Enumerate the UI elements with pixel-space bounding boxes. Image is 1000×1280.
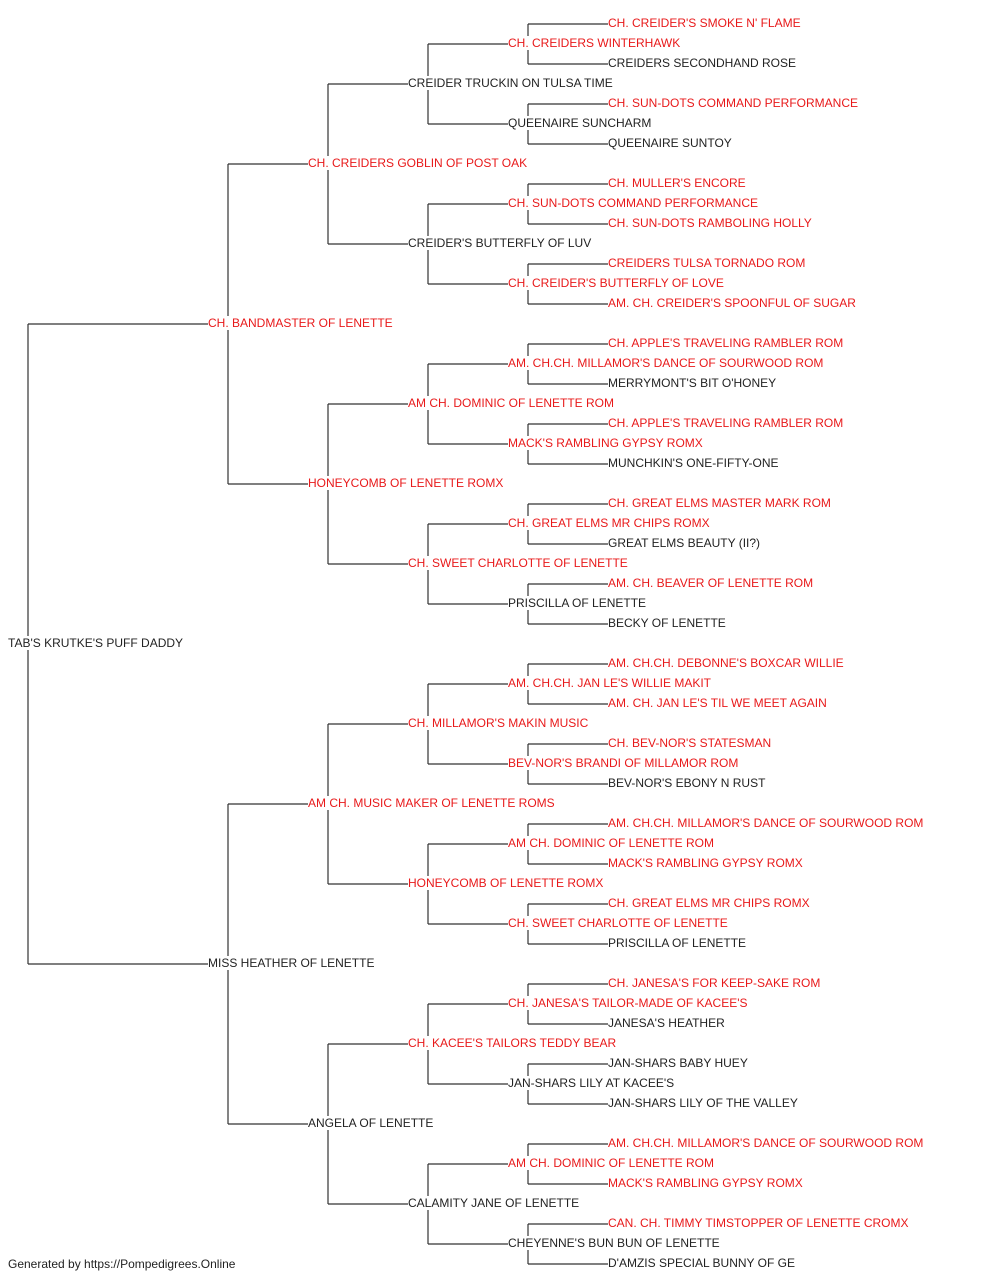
gg-grandparent-name: CH. SUN-DOTS COMMAND PERFORMANCE — [508, 196, 761, 210]
grandparent-name: AM CH. MUSIC MAKER OF LENETTE ROMS — [308, 796, 557, 810]
great-grandparent-name: CH. SWEET CHARLOTTE OF LENETTE — [408, 556, 630, 570]
gg-grandparent-name: MACK'S RAMBLING GYPSY ROMX — [508, 436, 705, 450]
ggg-grandparent-name: CREIDERS TULSA TORNADO ROM — [608, 256, 808, 270]
ggg-grandparent-name: JANESA'S HEATHER — [608, 1016, 727, 1030]
gg-grandparent-name: AM. CH.CH. JAN LE'S WILLIE MAKIT — [508, 676, 713, 690]
ggg-grandparent-name: MACK'S RAMBLING GYPSY ROMX — [608, 856, 805, 870]
ggg-grandparent-name: GREAT ELMS BEAUTY (II?) — [608, 536, 763, 550]
ggg-grandparent-name: CH. SUN-DOTS RAMBOLING HOLLY — [608, 216, 814, 230]
ggg-grandparent-name: MUNCHKIN'S ONE-FIFTY-ONE — [608, 456, 781, 470]
ggg-grandparent-name: BECKY OF LENETTE — [608, 616, 728, 630]
gg-grandparent-name: AM CH. DOMINIC OF LENETTE ROM — [508, 836, 717, 850]
ggg-grandparent-name: AM. CH. JAN LE'S TIL WE MEET AGAIN — [608, 696, 829, 710]
ggg-grandparent-name: BEV-NOR'S EBONY N RUST — [608, 776, 768, 790]
parent-name: MISS HEATHER OF LENETTE — [208, 956, 377, 970]
gg-grandparent-name: CH. GREAT ELMS MR CHIPS ROMX — [508, 516, 712, 530]
ggg-grandparent-name: CH. APPLE'S TRAVELING RAMBLER ROM — [608, 336, 846, 350]
grandparent-name: HONEYCOMB OF LENETTE ROMX — [308, 476, 506, 490]
gg-grandparent-name: AM CH. DOMINIC OF LENETTE ROM — [508, 1156, 717, 1170]
ggg-grandparent-name: AM. CH. BEAVER OF LENETTE ROM — [608, 576, 816, 590]
ggg-grandparent-name: CREIDERS SECONDHAND ROSE — [608, 56, 799, 70]
great-grandparent-name: CALAMITY JANE OF LENETTE — [408, 1196, 582, 1210]
proband-name: TAB'S KRUTKE'S PUFF DADDY — [8, 636, 186, 650]
ggg-grandparent-name: CH. MULLER'S ENCORE — [608, 176, 748, 190]
gg-grandparent-name: CH. JANESA'S TAILOR-MADE OF KACEE'S — [508, 996, 750, 1010]
ggg-grandparent-name: CH. SUN-DOTS COMMAND PERFORMANCE — [608, 96, 861, 110]
gg-grandparent-name: JAN-SHARS LILY AT KACEE'S — [508, 1076, 677, 1090]
ggg-grandparent-name: QUEENAIRE SUNTOY — [608, 136, 734, 150]
ggg-grandparent-name: JAN-SHARS LILY OF THE VALLEY — [608, 1096, 800, 1110]
ggg-grandparent-name: CH. GREAT ELMS MR CHIPS ROMX — [608, 896, 812, 910]
ggg-grandparent-name: CH. APPLE'S TRAVELING RAMBLER ROM — [608, 416, 846, 430]
grandparent-name: CH. CREIDERS GOBLIN OF POST OAK — [308, 156, 530, 170]
ggg-grandparent-name: CH. CREIDER'S SMOKE N' FLAME — [608, 16, 803, 30]
gg-grandparent-name: CHEYENNE'S BUN BUN OF LENETTE — [508, 1236, 722, 1250]
great-grandparent-name: CH. MILLAMOR'S MAKIN MUSIC — [408, 716, 591, 730]
gg-grandparent-name: CH. CREIDERS WINTERHAWK — [508, 36, 683, 50]
ggg-grandparent-name: AM. CH.CH. DEBONNE'S BOXCAR WILLIE — [608, 656, 846, 670]
ggg-grandparent-name: CH. BEV-NOR'S STATESMAN — [608, 736, 774, 750]
ggg-grandparent-name: MERRYMONT'S BIT O'HONEY — [608, 376, 779, 390]
great-grandparent-name: AM CH. DOMINIC OF LENETTE ROM — [408, 396, 617, 410]
gg-grandparent-name: CH. CREIDER'S BUTTERFLY OF LOVE — [508, 276, 726, 290]
ggg-grandparent-name: AM. CH. CREIDER'S SPOONFUL OF SUGAR — [608, 296, 858, 310]
great-grandparent-name: CREIDER'S BUTTERFLY OF LUV — [408, 236, 594, 250]
ggg-grandparent-name: AM. CH.CH. MILLAMOR'S DANCE OF SOURWOOD … — [608, 816, 926, 830]
ggg-grandparent-name: D'AMZIS SPECIAL BUNNY OF GE — [608, 1256, 797, 1270]
great-grandparent-name: HONEYCOMB OF LENETTE ROMX — [408, 876, 606, 890]
parent-name: CH. BANDMASTER OF LENETTE — [208, 316, 395, 330]
ggg-grandparent-name: PRISCILLA OF LENETTE — [608, 936, 749, 950]
gg-grandparent-name: PRISCILLA OF LENETTE — [508, 596, 649, 610]
gg-grandparent-name: CH. SWEET CHARLOTTE OF LENETTE — [508, 916, 730, 930]
great-grandparent-name: CH. KACEE'S TAILORS TEDDY BEAR — [408, 1036, 619, 1050]
ggg-grandparent-name: MACK'S RAMBLING GYPSY ROMX — [608, 1176, 805, 1190]
gg-grandparent-name: QUEENAIRE SUNCHARM — [508, 116, 654, 130]
ggg-grandparent-name: CAN. CH. TIMMY TIMSTOPPER OF LENETTE CRO… — [608, 1216, 911, 1230]
gg-grandparent-name: BEV-NOR'S BRANDI OF MILLAMOR ROM — [508, 756, 741, 770]
grandparent-name: ANGELA OF LENETTE — [308, 1116, 436, 1130]
footer-credit: Generated by https://Pompedigrees.Online — [8, 1257, 236, 1271]
ggg-grandparent-name: CH. JANESA'S FOR KEEP-SAKE ROM — [608, 976, 823, 990]
gg-grandparent-name: AM. CH.CH. MILLAMOR'S DANCE OF SOURWOOD … — [508, 356, 826, 370]
ggg-grandparent-name: JAN-SHARS BABY HUEY — [608, 1056, 750, 1070]
ggg-grandparent-name: CH. GREAT ELMS MASTER MARK ROM — [608, 496, 833, 510]
great-grandparent-name: CREIDER TRUCKIN ON TULSA TIME — [408, 76, 615, 90]
ggg-grandparent-name: AM. CH.CH. MILLAMOR'S DANCE OF SOURWOOD … — [608, 1136, 926, 1150]
